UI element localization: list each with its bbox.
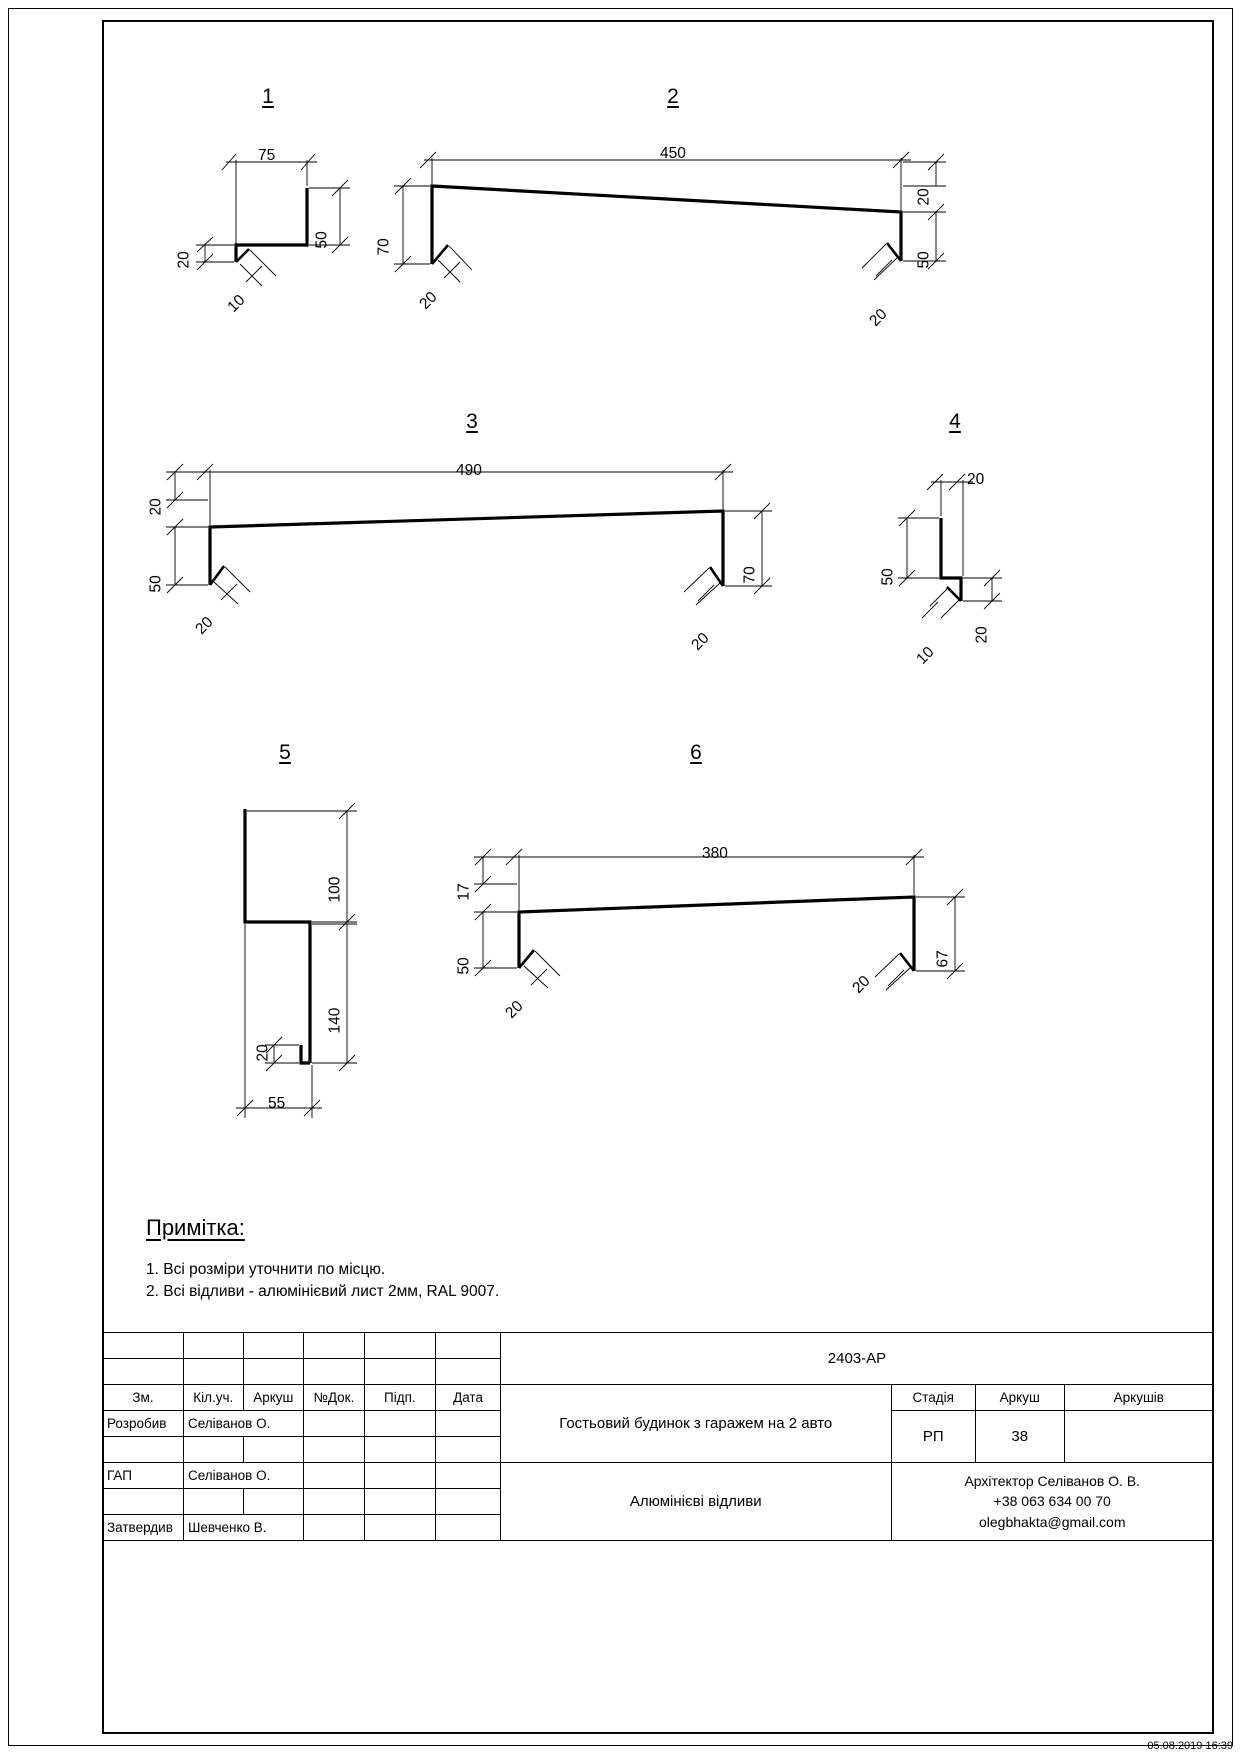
title-block-row-zatverdyv: Затвердив Шевченко В. [102,1514,1214,1541]
tb-cell-blank [183,1332,244,1359]
notes-block: Примітка: 1. Всі розміри уточнити по міс… [146,1215,499,1304]
detail-3-number: 3 [466,410,478,433]
tb-name-gap: Селіванов О. [182,1462,305,1489]
tb-cell-blank [363,1462,437,1489]
detail-1-dim-top: 75 [258,147,276,164]
tb-cell-blank [435,1436,501,1463]
title-block-row-top: 2403-AP [102,1332,1215,1385]
tb-cell-blank [303,1410,365,1437]
title-block-header-row: Зм. Кіл.уч. Аркуш №Док. Підп. Дата Гость… [102,1384,1215,1463]
title-block-row-spacer2 [102,1488,1214,1515]
tb-cell-blank [183,1436,244,1463]
title-block-row-spacer [102,1436,1214,1463]
tb-name-rozrobyv: Селіванов О. [182,1410,305,1437]
notes-title: Примітка: [146,1215,245,1240]
tb-cell-blank [303,1358,365,1385]
tb-cell-blank [435,1514,501,1541]
tb-cell-blank [435,1462,501,1489]
tb-cell-blank [303,1514,365,1541]
note-line-2: 2. Всі відливи - алюмінієвий лист 2мм, R… [146,1283,500,1301]
tb-role-rozrobyv: Розробив [102,1410,184,1437]
drawing-code: 2403-AP [499,1332,1215,1385]
detail-2-number: 2 [667,85,679,108]
detail-6-dim-top: 380 [702,845,728,862]
tb-header-arkush: Аркуш [242,1384,305,1411]
tb-header-kil-uch: Кіл.уч. [183,1384,244,1411]
tb-cell-blank [303,1488,365,1515]
tb-header-stage: Стадія [890,1384,976,1411]
tb-header-sheets: Аркушів [1063,1384,1215,1411]
title-block-row-top2 [102,1358,1214,1385]
detail-5-dim-bottom: 55 [268,1095,286,1112]
detail-6-number: 6 [690,741,702,764]
detail-2-dim-top: 450 [660,145,686,162]
title-block-row-gap: ГАП Селіванов О. Алюмінієві відливи Архі… [102,1462,1215,1541]
detail-5-number: 5 [279,741,291,764]
tb-cell-blank [242,1488,305,1515]
sheet-outer-border [8,8,1233,1746]
detail-6-dim-left: 50 [455,957,473,975]
tb-cell-blank [303,1462,365,1489]
tb-cell-blank [242,1436,305,1463]
export-timestamp: 05.08.2019 16:39 [1147,1740,1233,1752]
tb-cell-blank [363,1514,437,1541]
architect-email: olegbhakta@gmail.com [979,1513,1126,1530]
tb-cell-blank [363,1332,437,1359]
note-line-1: 1. Всі розміри уточнити по місцю. [146,1261,386,1278]
tb-cell-blank [183,1488,244,1515]
architect-name: Архітектор Селіванов О. В. [964,1473,1141,1490]
detail-6-dim-right: 67 [934,950,952,968]
detail-6-dim-left-top: 17 [455,883,473,901]
title-block: 2403-AP Зм. Кіл.уч. Аркуш №Док. Підп. Да… [102,1332,1215,1541]
detail-4-dim-top: 20 [967,471,985,488]
tb-cell-blank [303,1332,365,1359]
sheet-value: 38 [974,1410,1065,1463]
detail-4-number: 4 [949,410,961,433]
tb-cell-blank [242,1332,305,1359]
tb-cell-blank [363,1410,437,1437]
tb-header-sheet: Аркуш [974,1384,1065,1411]
tb-role-zatverdyv: Затвердив [102,1514,184,1541]
tb-cell-blank [242,1358,305,1385]
sheet-inner-border [102,20,1214,1734]
title-block-row-rozrobyv: Розробив Селіванов О. РП 38 [102,1410,1215,1463]
tb-cell-blank [435,1358,501,1385]
detail-1-number: 1 [262,85,274,108]
detail-3-dim-top: 490 [456,462,482,479]
tb-cell-blank [303,1436,365,1463]
tb-cell-blank [363,1436,437,1463]
tb-cell-blank [363,1488,437,1515]
tb-header-no-dok: №Док. [303,1384,365,1411]
tb-name-zatverdyv: Шевченко В. [182,1514,305,1541]
tb-header-pidp: Підп. [363,1384,437,1411]
tb-cell-blank [102,1488,184,1515]
tb-role-gap: ГАП [102,1462,184,1489]
tb-cell-blank [183,1358,244,1385]
project-title: Гостьовий будинок з гаражем на 2 авто [499,1384,892,1463]
tb-header-data: Дата [435,1384,501,1411]
stage-value: РП [890,1410,976,1463]
architect-contacts: Архітектор Селіванов О. В. +38 063 634 0… [890,1462,1215,1541]
tb-cell-blank [102,1358,184,1385]
tb-cell-blank [435,1410,501,1437]
tb-cell-blank [102,1332,184,1359]
architect-phone: +38 063 634 00 70 [993,1493,1111,1510]
tb-header-zm: Зм. [102,1384,184,1411]
tb-cell-blank [435,1488,501,1515]
sheets-value [1063,1410,1215,1463]
sheet-title: Алюмінієві відливи [499,1462,892,1541]
tb-cell-blank [435,1332,501,1359]
tb-cell-blank [102,1436,184,1463]
tb-cell-blank [363,1358,437,1385]
